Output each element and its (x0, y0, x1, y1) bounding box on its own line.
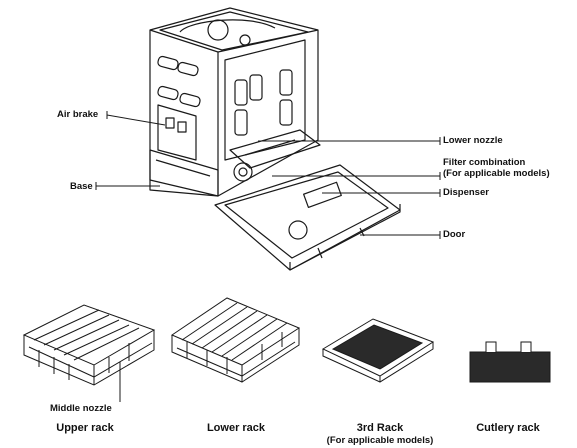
callout-door: Door (443, 229, 466, 240)
callout-lower-nozzle: Lower nozzle (443, 135, 503, 146)
callout-air-brake: Air brake (57, 109, 99, 120)
callout-filter-note: (For applicable models) (443, 168, 550, 179)
cutlery-rack-icon (469, 341, 551, 383)
upper-rack-icon (22, 304, 156, 386)
callout-base: Base (70, 181, 93, 192)
lower-rack-icon (170, 297, 301, 383)
callout-middle-nozzle: Middle nozzle (50, 403, 112, 414)
caption-3rd-rack: 3rd Rack (356, 422, 404, 434)
caption-cutlery-rack: Cutlery rack (476, 422, 540, 434)
caption-3rd-rack-note: (For applicable models) (326, 435, 434, 446)
callout-filter-combination: Filter combination (443, 157, 526, 168)
callout-dispenser: Dispenser (443, 187, 489, 198)
caption-upper-rack: Upper rack (56, 422, 114, 434)
third-rack-icon (321, 318, 435, 383)
caption-lower-rack: Lower rack (206, 422, 266, 434)
